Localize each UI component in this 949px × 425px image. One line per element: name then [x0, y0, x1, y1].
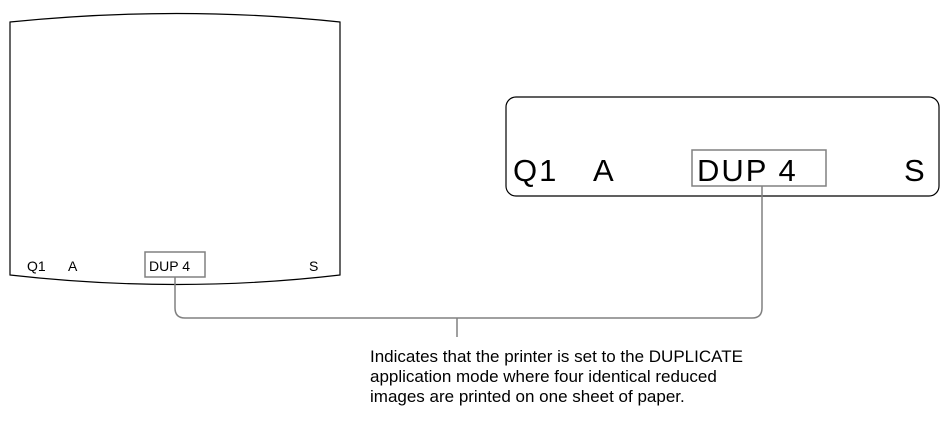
printer-display-panel: Q1 A DUP 4 S [505, 96, 940, 197]
mode-description-caption: Indicates that the printer is set to the… [370, 347, 790, 407]
monitor-status-text: S [309, 258, 318, 274]
printer-leader-line [457, 186, 763, 319]
leader-lines [174, 186, 763, 337]
printer-mode-text: DUP 4 [697, 153, 798, 188]
caption-line-2: application mode where four identical re… [370, 367, 717, 386]
printer-status-text: S [904, 153, 925, 188]
printer-display-frame [505, 96, 940, 197]
printer-channel-text: A [593, 153, 614, 188]
monitor-leader-line [174, 277, 457, 319]
caption-line-3: images are printed on one sheet of paper… [370, 387, 685, 406]
printer-quality-text: Q1 [513, 153, 558, 188]
monitor-quality-text: Q1 [27, 258, 46, 274]
monitor-channel-text: A [68, 258, 78, 274]
monitor-screen: Q1 A DUP 4 S [9, 12, 341, 286]
monitor-screen-frame [9, 12, 341, 286]
monitor-mode-text: DUP 4 [149, 258, 190, 274]
printer-mode-highlight-box [691, 149, 827, 187]
caption-line-1: Indicates that the printer is set to the… [370, 347, 743, 366]
